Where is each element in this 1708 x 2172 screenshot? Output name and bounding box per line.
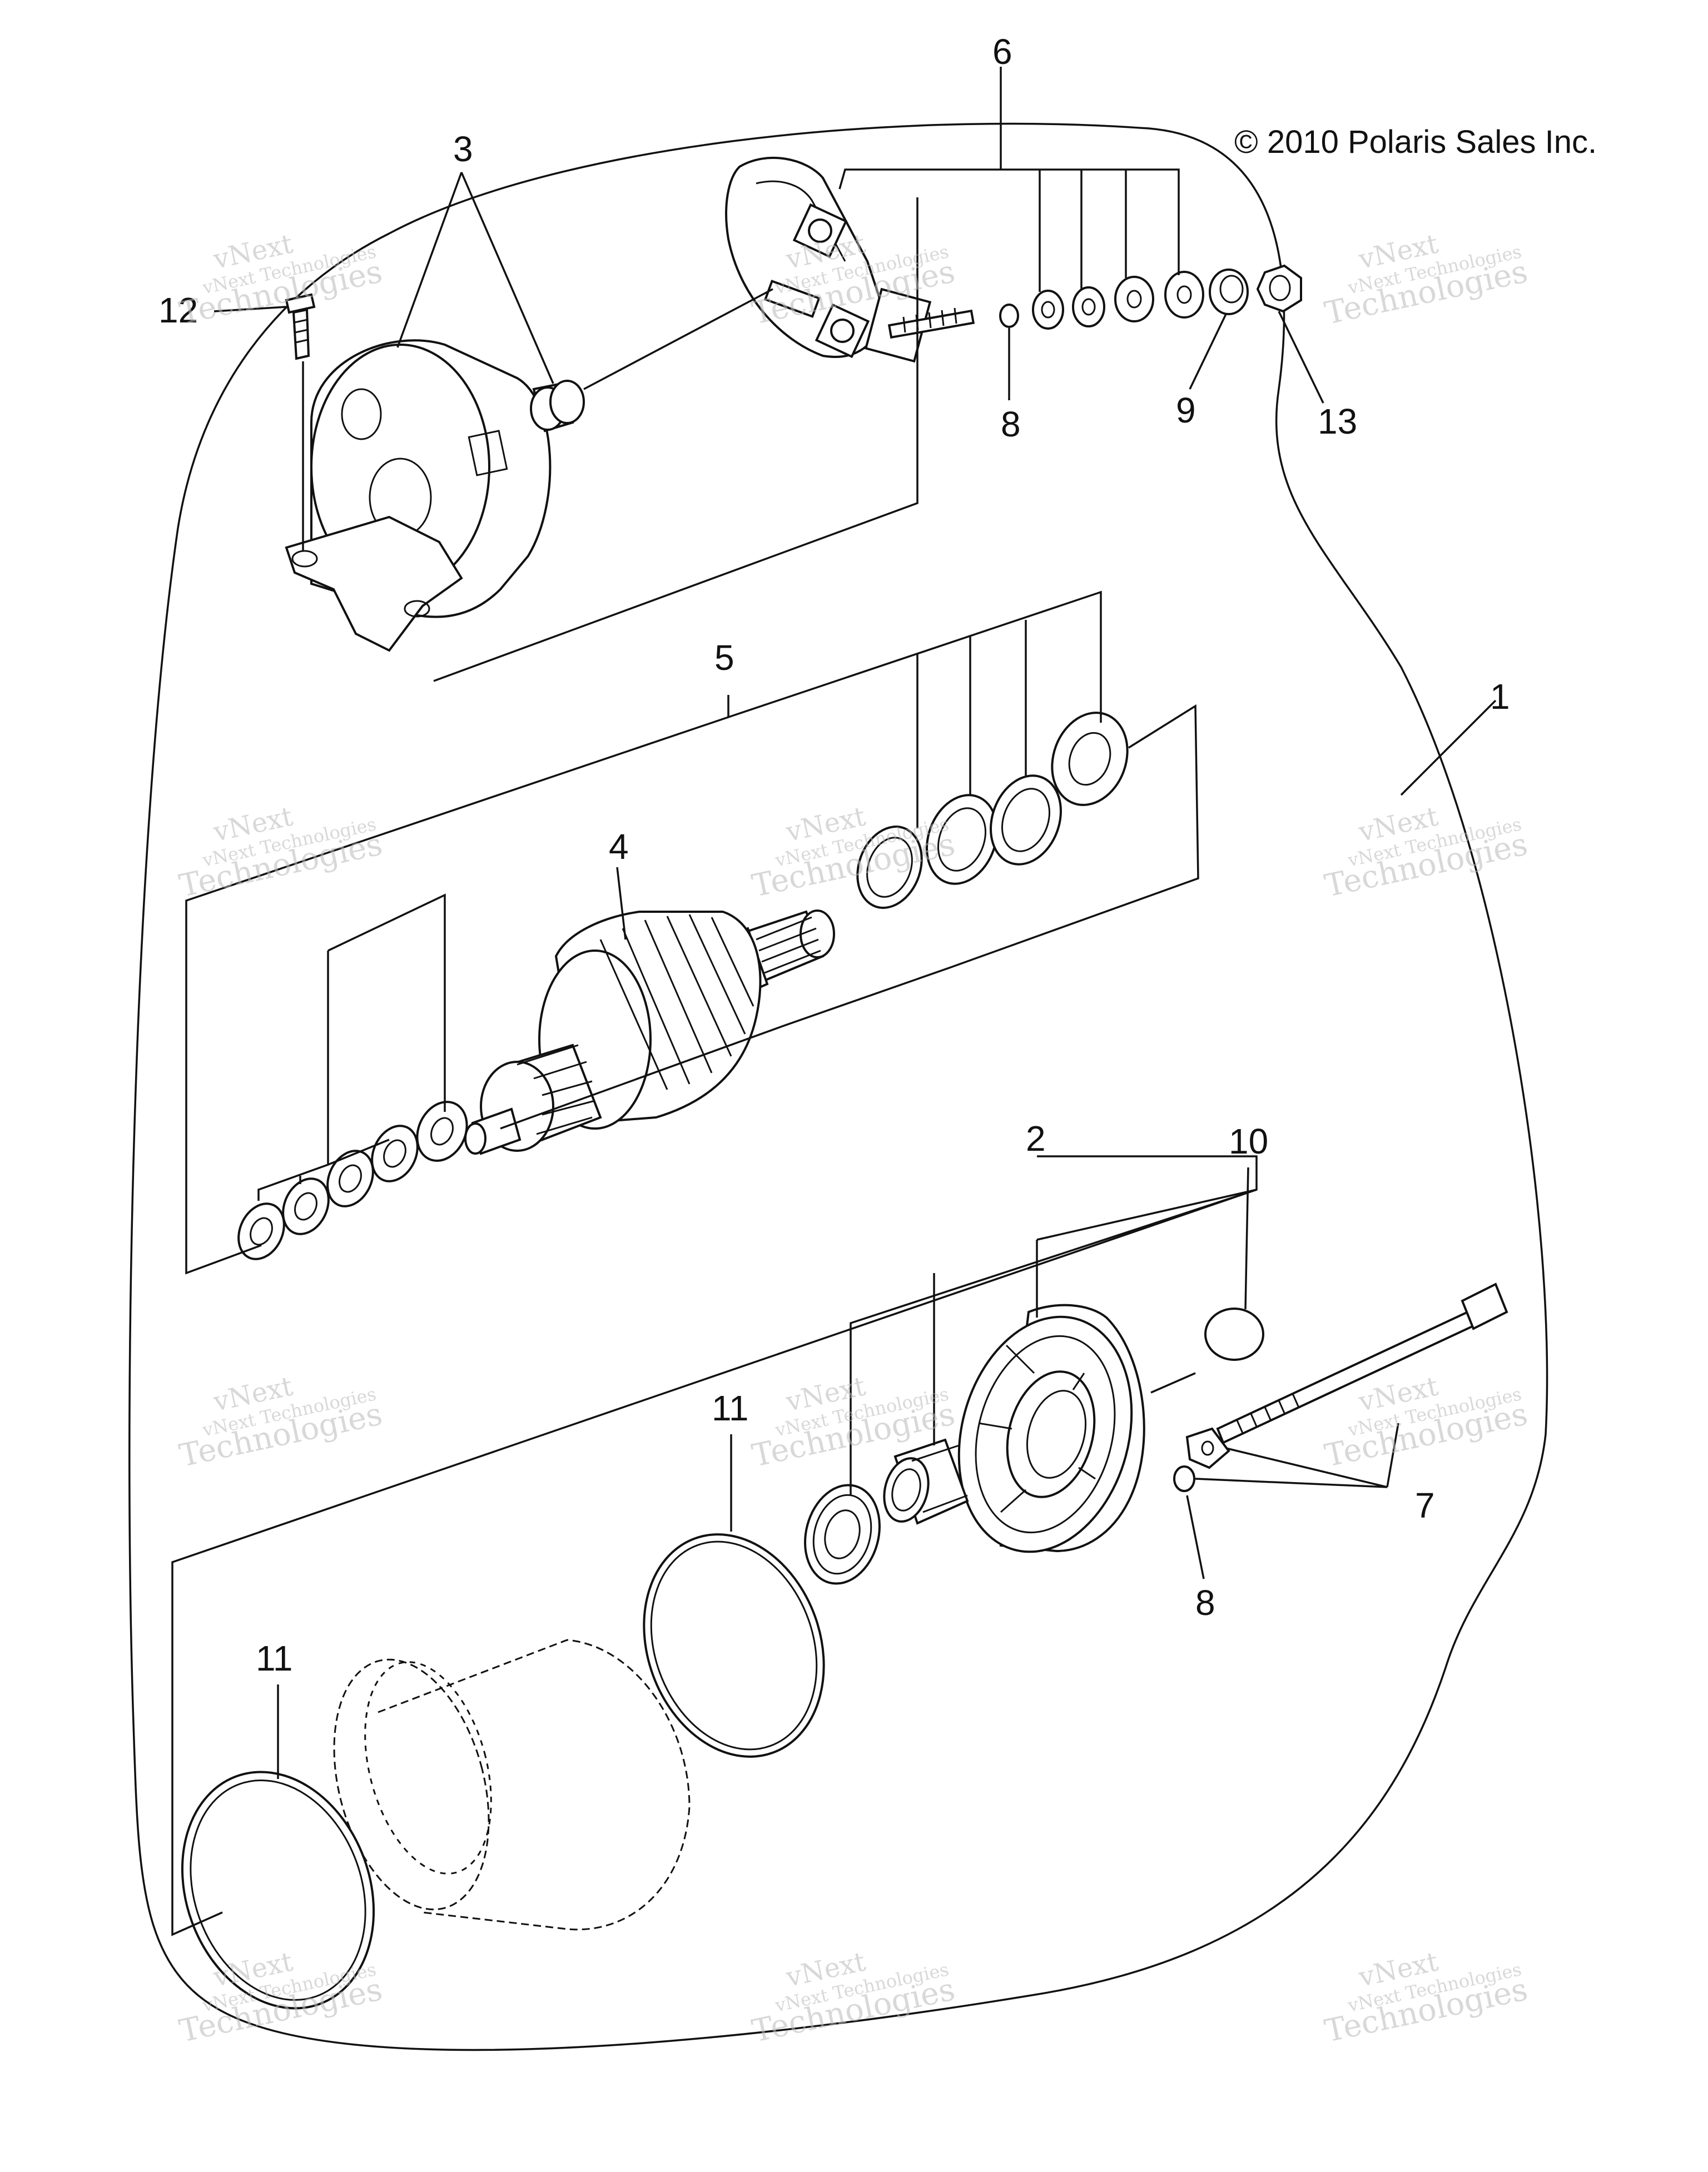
callout-2: 2 bbox=[1026, 1119, 1046, 1159]
yoke-housing bbox=[333, 1639, 691, 1931]
hex-nut-part-13 bbox=[1256, 264, 1302, 313]
callout-9: 9 bbox=[1176, 390, 1196, 430]
assembly-boundary-outline bbox=[128, 122, 1548, 2051]
callout-8-bottom: 8 bbox=[1195, 1583, 1215, 1623]
nut-part-9 bbox=[1209, 269, 1249, 315]
bushing-part-3 bbox=[530, 380, 585, 433]
seal-ring-part-11-right bbox=[643, 1533, 825, 1758]
callout-7: 7 bbox=[1415, 1485, 1435, 1525]
plug-part-10 bbox=[1204, 1308, 1264, 1361]
bolt-part-12 bbox=[285, 293, 316, 550]
through-bolt-part-7 bbox=[1216, 1283, 1508, 1444]
watermark-tile-5: vNext vNext Technologies Technologies bbox=[749, 801, 958, 904]
callout-11-right: 11 bbox=[712, 1388, 748, 1428]
shims-part-5-left bbox=[237, 1101, 468, 1260]
ball-bearing-part-2 bbox=[804, 1484, 881, 1585]
watermark-tile-1: vNext vNext Technologies Technologies bbox=[176, 228, 385, 331]
watermark-tile-12: vNext vNext Technologies Technologies bbox=[1322, 1946, 1531, 2049]
callout-12: 12 bbox=[158, 290, 198, 330]
watermark-tile-6: vNext vNext Technologies Technologies bbox=[1322, 801, 1531, 904]
needle-bearing-part-2 bbox=[883, 1438, 969, 1525]
o-ring-part-8-top bbox=[999, 304, 1019, 328]
callout-3: 3 bbox=[453, 129, 473, 169]
end-housing-part-3 bbox=[285, 339, 552, 652]
drive-end-housing-part-2 bbox=[957, 1304, 1145, 1553]
callout-6: 6 bbox=[992, 32, 1012, 72]
watermark-tile-7: vNext vNext Technologies Technologies bbox=[176, 1370, 385, 1474]
seal-ring-part-11-left bbox=[181, 1771, 375, 2010]
watermark-tile-10: vNext vNext Technologies Technologies bbox=[176, 1946, 385, 2049]
copyright-notice: © 2010 Polaris Sales Inc. bbox=[1234, 124, 1597, 160]
callout-labels: 1 2 3 4 5 6 7 8 8 9 10 11 11 12 13 bbox=[158, 32, 1510, 1678]
leader-lines bbox=[171, 67, 1497, 1936]
callout-4: 4 bbox=[609, 827, 629, 867]
callout-11-left: 11 bbox=[256, 1638, 292, 1678]
armature-part-4 bbox=[464, 909, 835, 1155]
shims-part-5-right bbox=[856, 712, 1129, 909]
callout-5: 5 bbox=[714, 638, 734, 678]
callout-8-top: 8 bbox=[1001, 404, 1021, 444]
callout-10: 10 bbox=[1229, 1121, 1268, 1161]
brush-holder-part-6 bbox=[725, 156, 932, 363]
terminal-stud bbox=[887, 307, 975, 339]
washers-part-6 bbox=[1032, 271, 1204, 330]
watermark-tile-11: vNext vNext Technologies Technologies bbox=[749, 1946, 958, 2049]
callout-13: 13 bbox=[1318, 401, 1357, 441]
watermark-tile-3: vNext vNext Technologies Technologies bbox=[1322, 228, 1531, 331]
callout-1: 1 bbox=[1490, 677, 1510, 717]
lock-washer-part-7 bbox=[1185, 1427, 1230, 1469]
watermark-tile-4: vNext vNext Technologies Technologies bbox=[176, 801, 385, 904]
o-ring-part-8-bottom bbox=[1173, 1465, 1195, 1492]
